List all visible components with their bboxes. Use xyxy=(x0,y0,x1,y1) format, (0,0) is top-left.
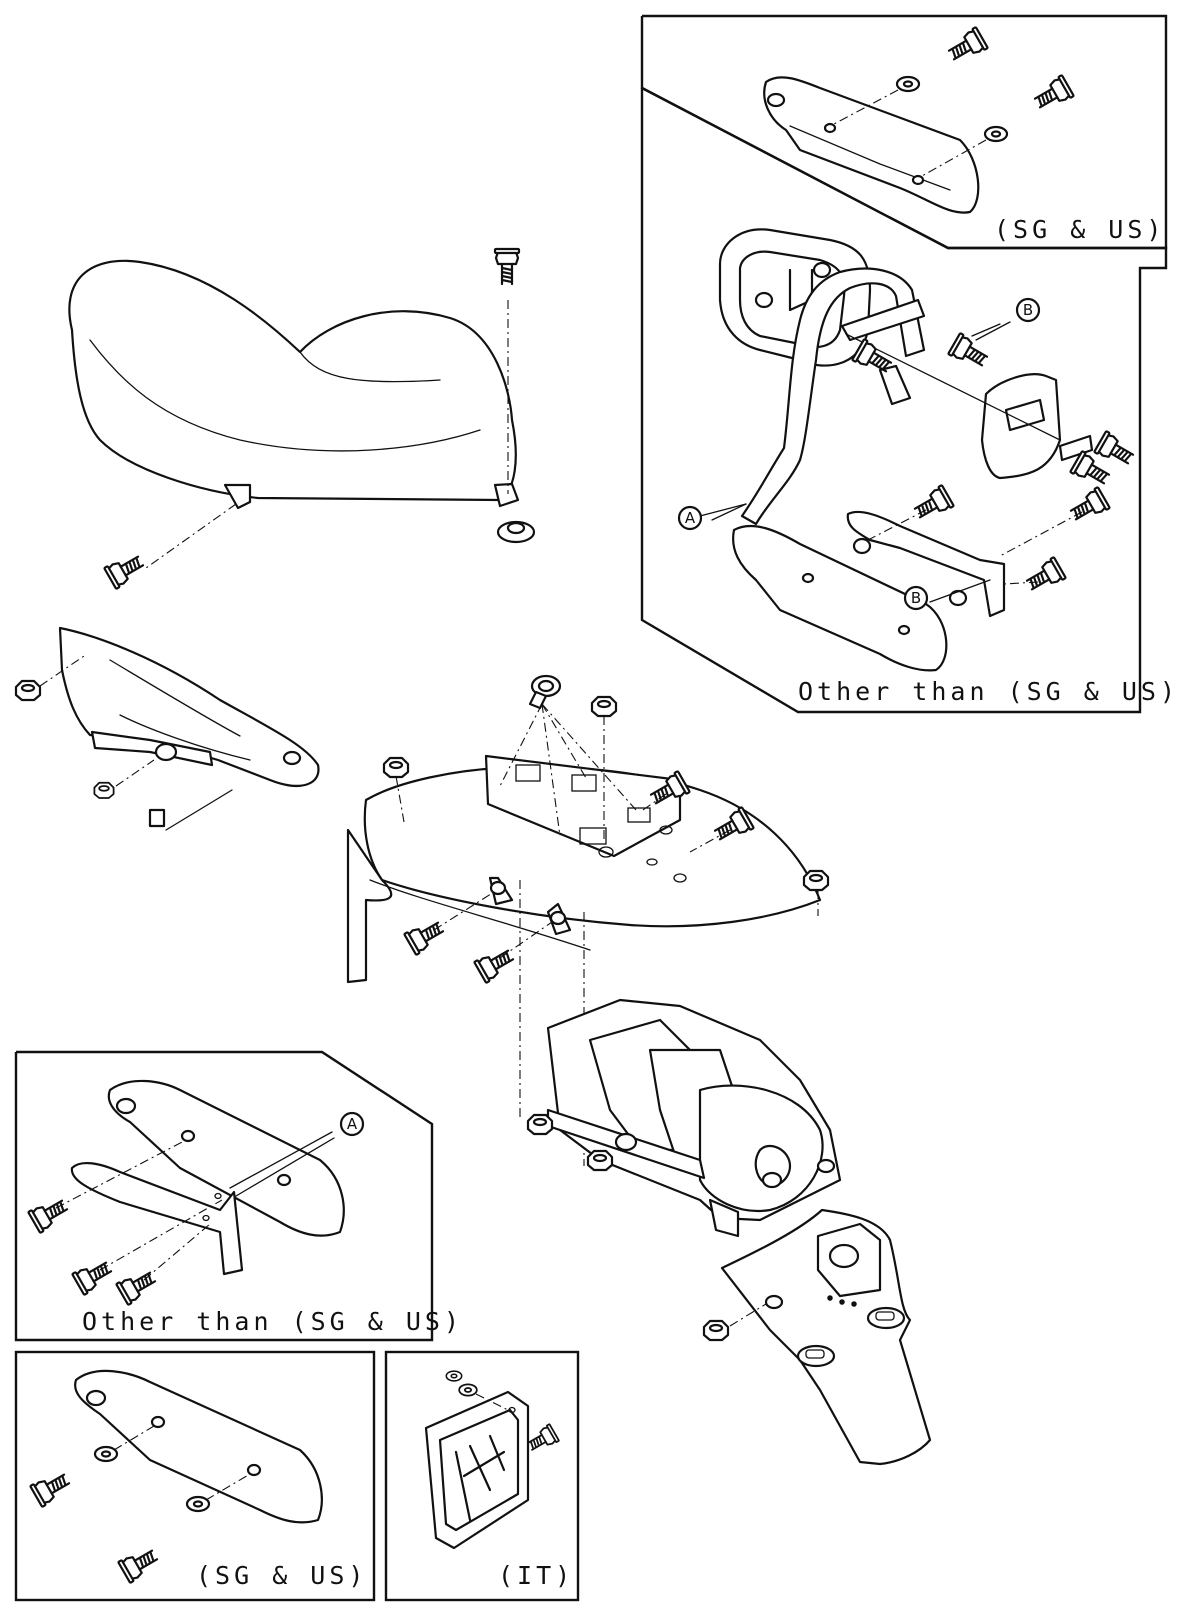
plate-holder-nut-icon xyxy=(702,1319,730,1342)
grip-bolt-2-icon xyxy=(1030,74,1075,115)
lower-bolt-2-icon xyxy=(117,1543,162,1584)
svg-text:A: A xyxy=(685,509,696,527)
bracket-nut-2-icon xyxy=(586,1149,614,1172)
svg-text:B: B xyxy=(911,589,921,607)
fender-left-nut-icon xyxy=(382,756,410,779)
callout-a-top-icon: A xyxy=(677,505,703,531)
panel-label-top-right: (SG & US) xyxy=(994,215,1165,244)
left-inset-bolt-1-icon xyxy=(27,1193,72,1234)
lower-washer-1-icon xyxy=(93,1445,119,1463)
grip-lower-bolt-2-icon xyxy=(1066,486,1111,527)
bracket-nut-1-icon xyxy=(526,1113,554,1136)
lower-bolt-1-icon xyxy=(29,1467,74,1508)
fender-right-nut-icon xyxy=(802,869,830,892)
panel-label-bottom-middle: (IT) xyxy=(498,1561,574,1590)
seat-front-bolt-icon xyxy=(103,549,148,590)
it-bolt-icon xyxy=(524,1423,560,1456)
seat-clip-icon xyxy=(496,520,536,544)
grip-washer-1-icon xyxy=(895,75,921,93)
backrest-bolt-2-icon xyxy=(947,332,992,373)
grip-bolt-1-icon xyxy=(944,26,989,67)
fender-top-nut-icon xyxy=(590,695,618,718)
license-plate-holder xyxy=(702,1208,932,1466)
grip-lower-bolt-1-icon xyxy=(910,484,955,525)
panel-frames xyxy=(14,14,1168,1602)
frame-bottom-middle xyxy=(384,1350,580,1602)
seat-assembly xyxy=(68,247,536,590)
lower-washer-2-icon xyxy=(185,1495,211,1513)
side-cover-nut-icon xyxy=(14,679,42,702)
it-washer-1-icon xyxy=(445,1370,463,1382)
left-inset-bolt-2-icon xyxy=(71,1255,116,1296)
rear-fender xyxy=(346,674,830,1166)
inset-sg-us-bottom: (SG & US) xyxy=(29,1369,367,1590)
frame-right-main xyxy=(640,86,1168,714)
frame-bottom-left-upper xyxy=(14,1050,434,1342)
inset-other-than-sg-us-right: B A B Other than (SG & US) xyxy=(677,228,1179,706)
inset-other-than-sg-us-left: A Other than (SG & US) xyxy=(27,1079,463,1336)
callout-b-bottom-icon: B xyxy=(903,585,929,611)
inset-sg-us-top: (SG & US) xyxy=(763,26,1165,244)
harness-clamp-icon xyxy=(528,674,562,710)
panel-label-right-main: Other than (SG & US) xyxy=(798,677,1179,706)
grip-lower-bolt-3-icon xyxy=(1022,556,1067,597)
left-side-cover xyxy=(14,626,320,831)
grip-washer-2-icon xyxy=(983,125,1009,143)
frame-bottom-left-lower xyxy=(14,1350,376,1602)
it-washer-2-icon xyxy=(458,1383,478,1397)
tail-bracket xyxy=(526,998,842,1238)
callout-b-top-icon: B xyxy=(1015,297,1041,323)
fender-bolt-3-icon xyxy=(403,915,448,956)
svg-text:B: B xyxy=(1023,301,1033,319)
panel-label-bottom-left-upper: Other than (SG & US) xyxy=(82,1307,463,1336)
left-inset-bolt-3-icon xyxy=(115,1265,160,1306)
seat-bolt-icon xyxy=(493,247,521,286)
side-cover-small-nut-icon xyxy=(93,781,115,799)
svg-text:A: A xyxy=(347,1115,358,1133)
panel-label-bottom-left-lower: (SG & US) xyxy=(196,1561,367,1590)
fender-bolt-4-icon xyxy=(473,943,518,984)
seat xyxy=(68,259,517,502)
inset-it: (IT) xyxy=(424,1370,574,1590)
callout-a-left-icon: A xyxy=(339,1111,365,1137)
backrest-bolt-3-icon xyxy=(1093,430,1138,471)
